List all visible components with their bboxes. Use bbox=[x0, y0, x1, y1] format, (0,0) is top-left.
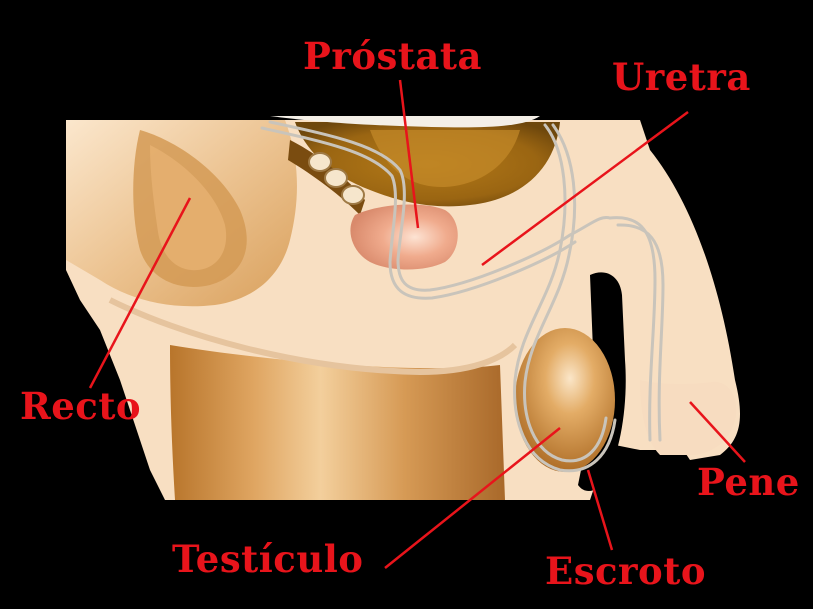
label-recto: Recto bbox=[20, 388, 141, 425]
label-pene: Pene bbox=[697, 464, 800, 501]
label-prostata: Próstata bbox=[303, 38, 482, 75]
label-uretra: Uretra bbox=[612, 59, 751, 96]
label-escroto: Escroto bbox=[545, 553, 706, 590]
label-testiculo: Testículo bbox=[172, 541, 363, 578]
